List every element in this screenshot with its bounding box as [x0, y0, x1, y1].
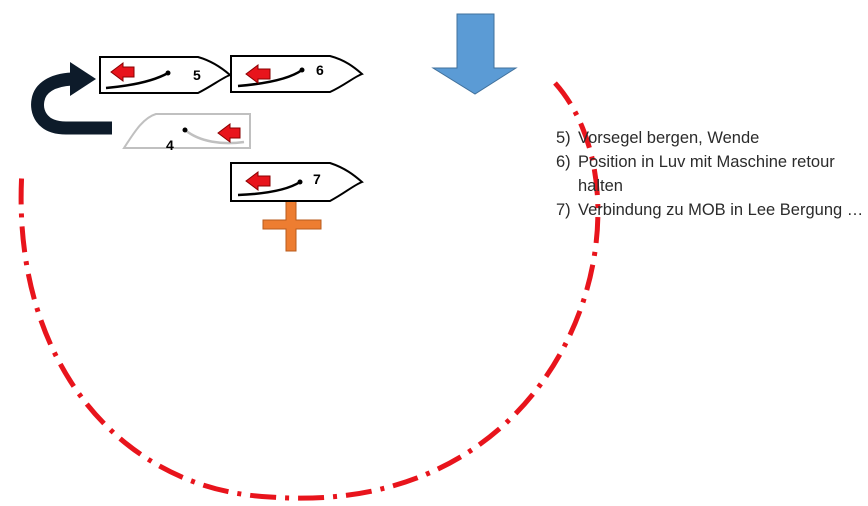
- step-item: 6) Position in Luv mit Maschine retour h…: [556, 150, 866, 198]
- boat-number: 7: [313, 171, 321, 187]
- step-number: 6): [556, 153, 571, 171]
- boat-number: 4: [166, 137, 174, 153]
- step-text: Vorsegel bergen, Wende: [578, 129, 760, 147]
- step-text: Position in Luv mit Maschine retour halt…: [578, 153, 835, 195]
- boat-4: 4: [122, 113, 251, 153]
- step-item: 5) Vorsegel bergen, Wende: [556, 126, 866, 150]
- boat-number: 5: [193, 67, 201, 83]
- step-number: 7): [556, 201, 571, 219]
- course-line: [18, 81, 601, 501]
- step-item: 7) Verbindung zu MOB in Lee Bergung …: [556, 198, 866, 222]
- step-list: 5) Vorsegel bergen, Wende 6) Position in…: [556, 126, 866, 222]
- step-text: Verbindung zu MOB in Lee Bergung …: [578, 201, 864, 219]
- boat-6: 6: [230, 55, 364, 93]
- boat-7: 7: [230, 162, 364, 202]
- wind-direction-arrow-icon: [431, 13, 518, 95]
- step-number: 5): [556, 129, 571, 147]
- man-overboard-cross-icon: [262, 196, 322, 252]
- turn-arrow-icon: [31, 62, 112, 135]
- boat-5: 5: [99, 56, 232, 94]
- boat-number: 6: [316, 62, 324, 78]
